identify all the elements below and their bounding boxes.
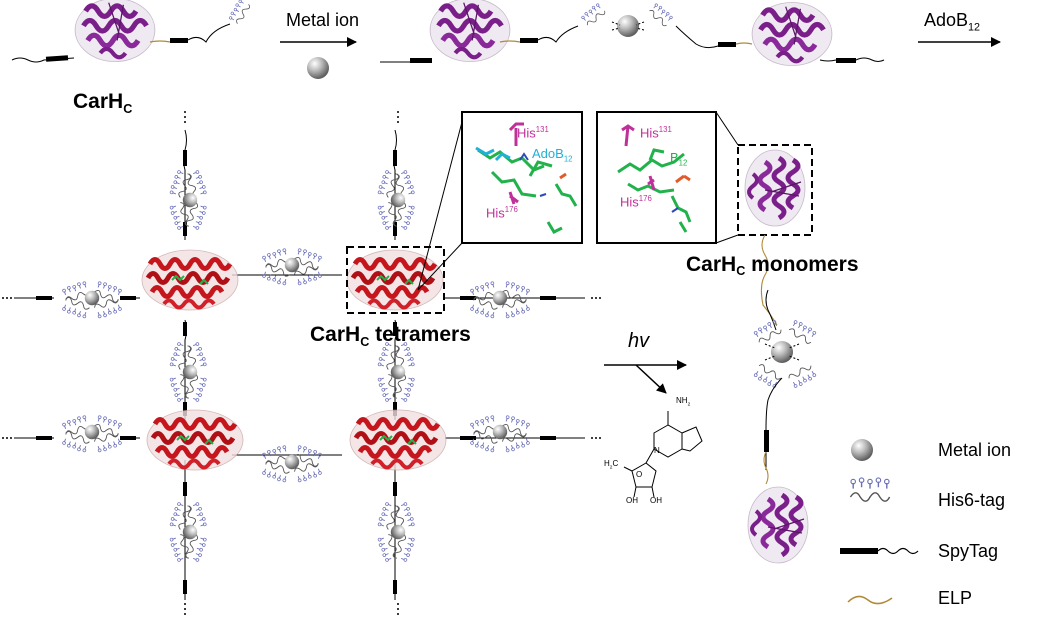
legend-metal-ion: Metal ion <box>938 440 1012 460</box>
carhc-monomers-label: CarHC monomers <box>686 253 859 278</box>
metal-ion-step-arrow <box>280 37 357 79</box>
his-tag-icon <box>849 477 891 502</box>
hydrogel-network <box>2 111 601 615</box>
carhc-tetramers-label: CarHC tetramers <box>310 323 471 350</box>
elp-icon <box>847 595 893 605</box>
inset-left-adob12: AdoB12 <box>532 146 573 164</box>
zoom-line-top <box>417 121 463 291</box>
hv-label: hv <box>628 330 650 352</box>
right-monomer-highlight <box>737 144 813 236</box>
legend-his6-tag: His6-tag <box>938 490 1006 510</box>
inset-right-b12: B12 <box>670 150 688 168</box>
adenosine-structure <box>623 411 703 498</box>
inset-left-adob12-binding <box>461 111 583 244</box>
adenosine-oh-left: OH <box>626 496 638 505</box>
spytag-icon <box>840 547 919 555</box>
metal-ion-sphere-icon <box>851 439 873 461</box>
metal-ion-step-label: Metal ion <box>286 10 360 30</box>
zoom-line-bottom <box>417 242 463 291</box>
inset-right-his131: His131 <box>640 125 672 141</box>
adob12-step-label: AdoB12 <box>924 10 981 34</box>
adenosine-nh2: NH2 <box>676 396 691 408</box>
zoom-line-right-top <box>715 111 739 146</box>
inset-right-his176: His176 <box>620 194 652 210</box>
legend-elp: ELP <box>938 588 973 608</box>
legend-spytag: SpyTag <box>938 541 999 561</box>
right-monomer-chain <box>748 234 818 563</box>
adenosine-oh-right: OH <box>650 496 662 505</box>
light-hv-arrow <box>604 360 687 394</box>
zoom-line-right-bottom <box>715 234 739 244</box>
adenosine-ch2: H2C <box>604 459 619 471</box>
adenosine-ring-o: O <box>636 470 643 479</box>
inset-left-his176: His176 <box>486 205 518 221</box>
tetramer-highlight-box <box>346 246 445 314</box>
top-carhc-dimer <box>380 0 885 66</box>
inset-right-b12-binding <box>596 111 717 244</box>
top-carhc-monomer-1 <box>11 0 252 62</box>
carhc-title: CarHC <box>73 90 133 117</box>
adenosine-n: N <box>654 446 660 455</box>
inset-left-his131: His131 <box>517 125 549 141</box>
